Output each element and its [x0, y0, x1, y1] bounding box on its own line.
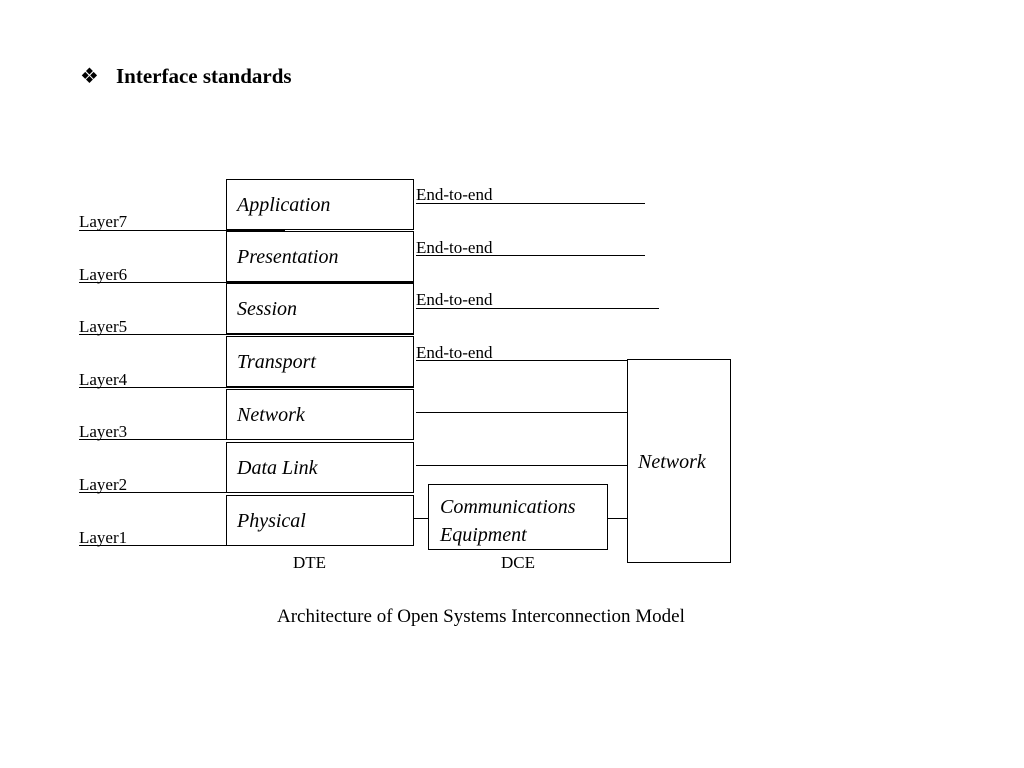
- layer4-label: Layer4: [79, 370, 128, 389]
- layer6-rule: [79, 282, 414, 283]
- dce-to-network-line: [608, 518, 627, 519]
- end-to-end-line-4: [416, 360, 627, 361]
- layer2-label: Layer2: [79, 475, 128, 494]
- communications-equipment-line1: Communications: [440, 496, 576, 518]
- layer5-rule: [79, 334, 414, 335]
- layer5-label: Layer5: [79, 317, 128, 336]
- application-layer-box: Application: [226, 179, 414, 230]
- layer7-label: Layer7: [79, 212, 128, 231]
- end-to-end-line-7: [416, 203, 645, 204]
- end-to-end-label-5: End-to-end: [416, 290, 493, 309]
- diamond-bullet-icon: ❖: [80, 64, 99, 88]
- end-to-end-label-4: End-to-end: [416, 343, 493, 362]
- communications-equipment-line2: Equipment: [440, 524, 527, 546]
- layer7-rule: [79, 230, 285, 231]
- diagram-caption: Architecture of Open Systems Interconnec…: [277, 606, 685, 627]
- end-to-end-line-5: [416, 308, 659, 309]
- network-link-line-3: [416, 412, 627, 413]
- network-box: Network: [627, 359, 731, 563]
- end-to-end-label-6: End-to-end: [416, 238, 493, 257]
- dte-label: DTE: [293, 553, 327, 572]
- layer1-rule: [79, 545, 285, 546]
- layer3-label: Layer3: [79, 422, 128, 441]
- transport-layer-box: Transport: [226, 336, 414, 387]
- presentation-layer-box: Presentation: [226, 231, 414, 282]
- communications-equipment-box: Communications Equipment: [428, 484, 608, 550]
- data-link-layer-box: Data Link: [226, 442, 414, 493]
- page-title: ❖ Interface standards: [80, 64, 292, 89]
- dce-label: DCE: [501, 553, 535, 572]
- layer6-label: Layer6: [79, 265, 128, 284]
- end-to-end-label-7: End-to-end: [416, 185, 493, 204]
- physical-layer-box: Physical: [226, 495, 414, 546]
- layer1-label: Layer1: [79, 528, 128, 547]
- layer4-rule: [79, 387, 414, 388]
- page-title-text: Interface standards: [116, 64, 292, 88]
- end-to-end-line-6: [416, 255, 645, 256]
- physical-to-dce-line: [414, 518, 428, 519]
- network-layer-box: Network: [226, 389, 414, 440]
- network-link-line-2: [416, 465, 627, 466]
- session-layer-box: Session: [226, 283, 414, 334]
